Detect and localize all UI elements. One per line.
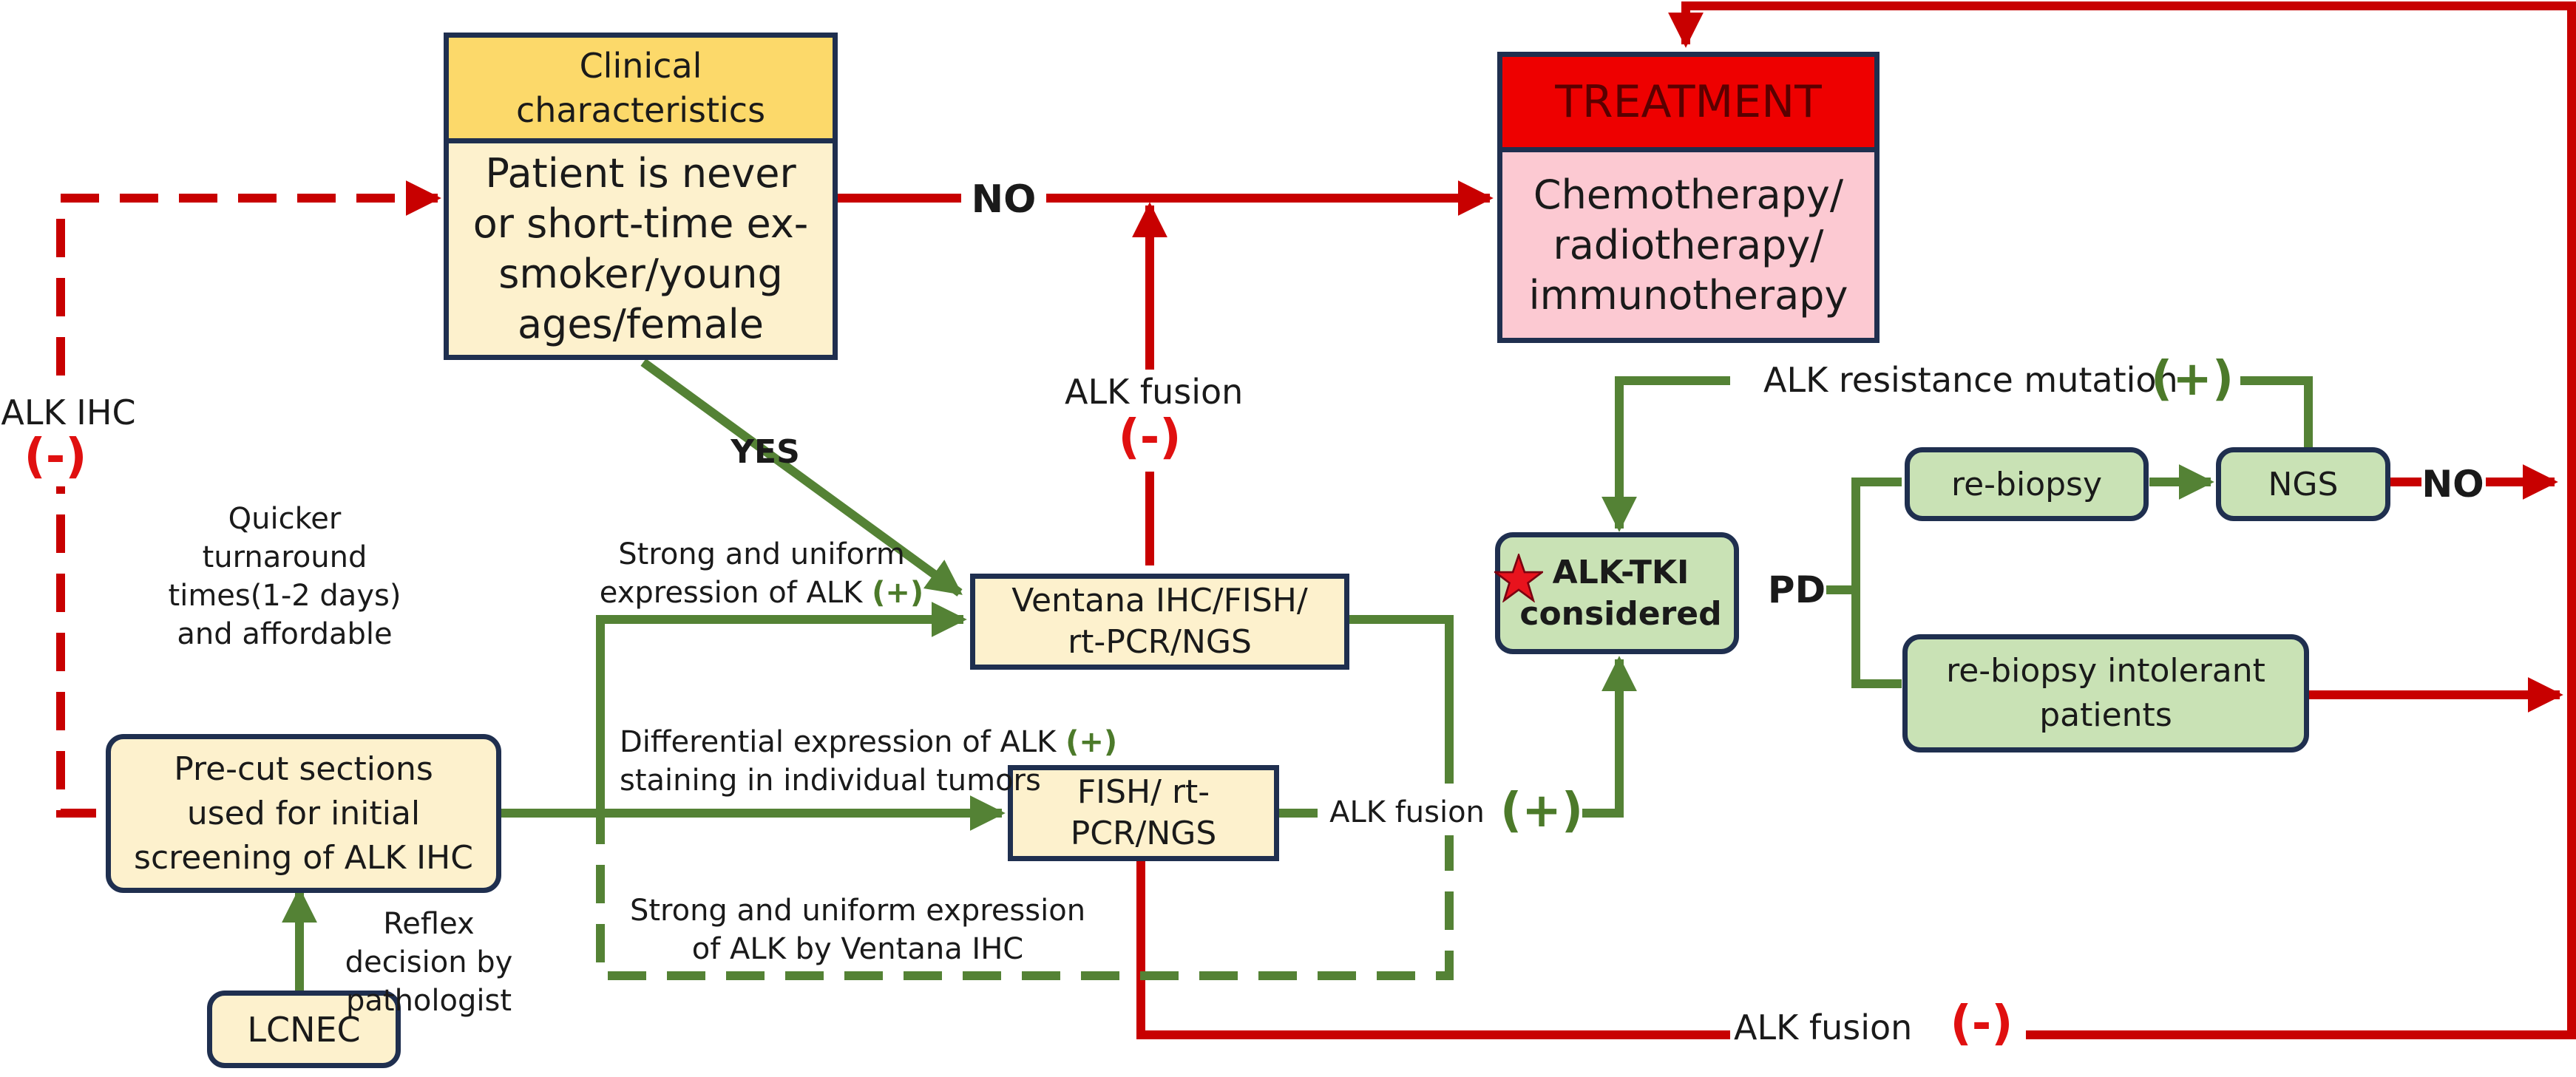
treatment-header-text: TREATMENT xyxy=(1555,76,1822,128)
treatment-header: TREATMENT xyxy=(1497,52,1880,152)
alk-ihc-sign: (-) xyxy=(15,427,96,486)
alk-fusion-up-label: ALK fusion xyxy=(1065,370,1243,414)
strong-uniform-label: Strong and uniform expression of ALK (+) xyxy=(599,537,924,610)
line-resistance-right xyxy=(2240,376,2313,452)
clinical-body-text: Patient is never or short-time ex-smoker… xyxy=(472,150,809,347)
alk-fusion-mid-label: ALK fusion xyxy=(1322,793,1492,832)
resistance-label: ALK resistance mutation xyxy=(1763,360,2178,400)
lcnec-text: LCNEC xyxy=(247,1009,361,1050)
alk-fusion-mid-sign: (+) xyxy=(1499,784,1584,838)
alk-fusion-bottom-sign: (-) xyxy=(1950,996,2013,1051)
resistance-sign: (+) xyxy=(2150,352,2234,407)
arrow-fish-negative-1 xyxy=(1136,861,1730,1039)
treatment-body-text: Chemotherapy/ radiotherapy/ immunotherap… xyxy=(1528,171,1848,319)
ngs-box: NGS xyxy=(2216,447,2390,521)
no-label-right: NO xyxy=(2421,463,2484,506)
rebiopsy-intolerant-text: re-biopsy intolerant patients xyxy=(1946,652,2265,734)
quicker-turnaround-label: Quicker turnaround times(1-2 days) and a… xyxy=(168,502,401,651)
rebiopsy-box: re-biopsy xyxy=(1905,447,2149,521)
arrow-yes xyxy=(640,359,963,597)
fish-box: FISH/ rt-PCR/NGS xyxy=(1008,765,1279,861)
alk-fusion-bottom-label: ALK fusion xyxy=(1734,1008,1913,1047)
fish-text: FISH/ rt-PCR/NGS xyxy=(1070,773,1217,852)
rebiopsy-intolerant-box: re-biopsy intolerant patients xyxy=(1902,634,2309,752)
line-pd xyxy=(1826,478,1902,688)
precut-sections-box: Pre-cut sections used for initial screen… xyxy=(106,734,501,893)
pd-label: PD xyxy=(1767,568,1826,611)
precut-text: Pre-cut sections used for initial screen… xyxy=(134,750,473,877)
rebiopsy-text: re-biopsy xyxy=(1950,465,2103,503)
line-ventana-right xyxy=(1349,615,1454,784)
clinical-header-text: Clinical characteristics xyxy=(515,46,766,130)
arrow-fish-negative-2 xyxy=(1668,1,2576,1039)
differential-line-2: staining in individual tumors xyxy=(620,764,1041,798)
arrow-alk-ihc-negative xyxy=(56,180,441,818)
yes-label: YES xyxy=(731,433,800,471)
lcnec-box: LCNEC xyxy=(207,991,401,1068)
strong-uniform-sign: (+) xyxy=(872,576,924,610)
alk-fusion-up-sign: (-) xyxy=(1109,408,1190,467)
treatment-body: Chemotherapy/ radiotherapy/ immunotherap… xyxy=(1497,147,1880,343)
differential-sign: (+) xyxy=(1065,725,1118,759)
alk-tki-text: ALK-TKI considered xyxy=(1519,553,1722,633)
arrow-resistance xyxy=(1601,376,1730,532)
clinical-characteristics-body: Patient is never or short-time ex-smoker… xyxy=(444,138,838,360)
clinical-characteristics-header: Clinical characteristics xyxy=(444,33,838,143)
reflex-decision-label: Reflex decision by pathologist xyxy=(345,907,513,1018)
alk-tki-box: ALK-TKI considered xyxy=(1492,532,1739,654)
line-ventana-dashed xyxy=(596,806,1454,980)
star-icon xyxy=(1492,551,1545,603)
arrow-strong-uniform xyxy=(596,602,967,806)
no-label-top: NO xyxy=(965,177,1043,222)
ventana-text: Ventana IHC/FISH/ rt-PCR/NGS xyxy=(1011,582,1308,661)
differential-label: Differential expression of ALK (+) stain… xyxy=(620,723,1117,800)
ngs-text: NGS xyxy=(2268,465,2339,503)
strong-ventana-label: Strong and uniform expression of ALK by … xyxy=(629,894,1086,966)
ventana-ihc-box: Ventana IHC/FISH/ rt-PCR/NGS xyxy=(970,574,1349,670)
arrow-fusion-positive xyxy=(1582,656,1637,818)
